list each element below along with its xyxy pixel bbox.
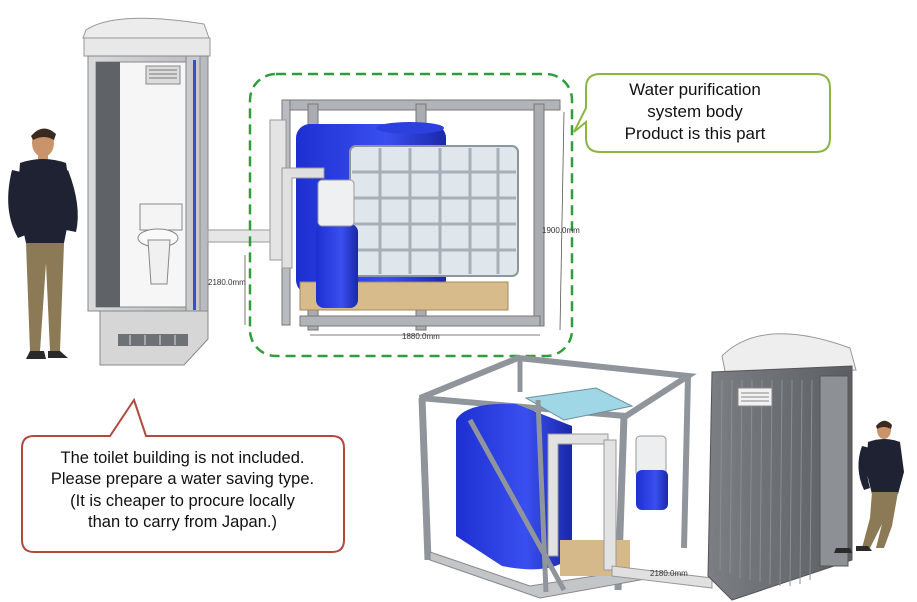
purification-callout-line2: system body: [647, 102, 743, 122]
toilet-callout-line1: The toilet building is not included.: [60, 449, 305, 467]
standing-man-right: [834, 420, 904, 553]
toilet-callout-line3: (It is cheaper to procure locally: [70, 491, 295, 510]
toilet-callout-line2: Please prepare a water saving type.: [50, 470, 315, 489]
dimension-height-left: 2180.0mm: [208, 278, 246, 287]
toilet-callout: The toilet building is not included. Ple…: [20, 440, 345, 555]
dimension-height-right: 1900.0mm: [542, 226, 580, 235]
purification-callout-line3: Product is this part: [624, 124, 766, 144]
standing-man-left: [8, 128, 78, 359]
purification-callout: Water purification system body Product i…: [560, 73, 830, 153]
dimension-lower-label: 2180.0mm: [650, 569, 688, 578]
toilet-callout-line4: than to carry from Japan.): [88, 513, 277, 532]
portable-toilet-left: [82, 17, 211, 366]
portable-toilet-right: [707, 333, 857, 601]
dimension-width-bottom: 1880.0mm: [402, 332, 440, 341]
connection-pipe: [207, 229, 279, 243]
purification-callout-line1: Water purification: [629, 80, 761, 99]
product-highlight-frame: [248, 72, 574, 358]
purification-system-main: [244, 99, 565, 336]
toilet-callout-bubble: [21, 397, 345, 553]
purification-callout-bubble: [573, 73, 831, 153]
purification-system-iso: [418, 354, 713, 599]
